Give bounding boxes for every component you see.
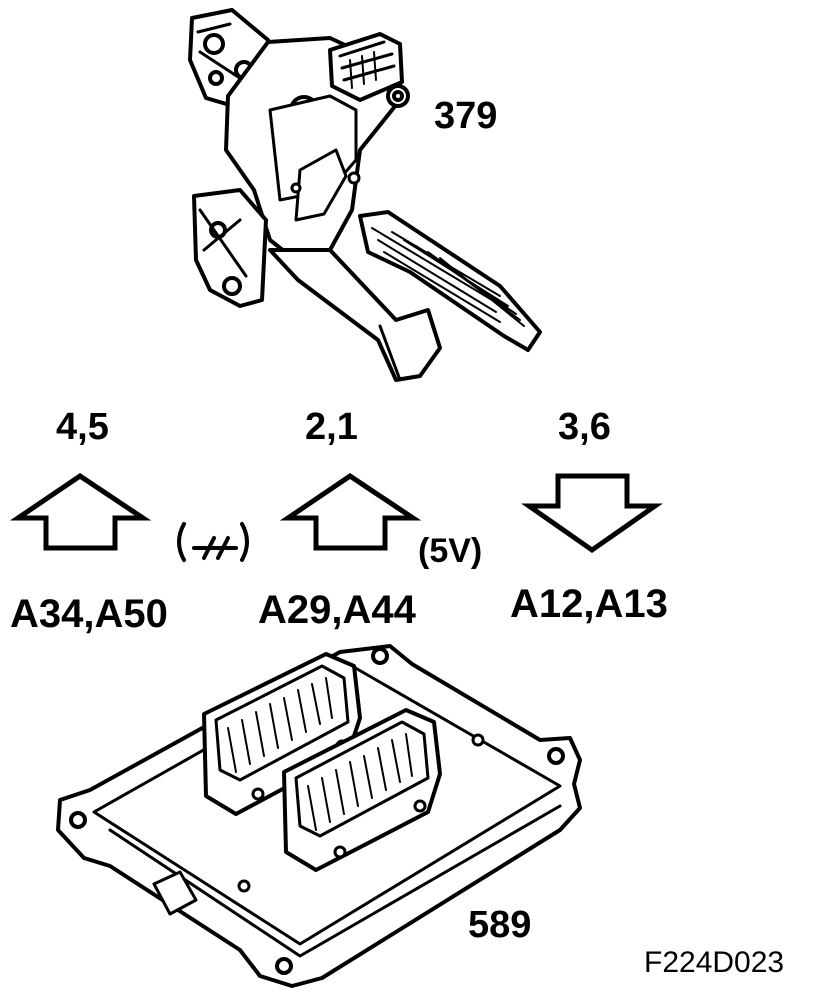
pedal-pins-signal-3: 3,6 xyxy=(558,406,611,448)
arrow-up-icon xyxy=(279,472,422,551)
control-module-component-number: 589 xyxy=(468,904,532,946)
ground-symbol-icon xyxy=(177,522,249,562)
accelerator-pedal-illustration xyxy=(188,8,542,382)
pedal-pins-signal-1: 4,5 xyxy=(56,406,109,448)
arrow-down-icon xyxy=(521,473,663,554)
control-module-illustration xyxy=(56,644,582,988)
pedal-component-number: 379 xyxy=(434,95,498,137)
voltage-note: (5V) xyxy=(418,532,483,570)
figure-code: F224D023 xyxy=(644,946,785,979)
ecu-pins-signal-2: A29,A44 xyxy=(258,588,416,632)
ecu-pins-signal-3: A12,A13 xyxy=(510,582,668,626)
pedal-pins-signal-2: 2,1 xyxy=(305,406,358,448)
ecu-pins-signal-1: A34,A50 xyxy=(10,592,168,636)
arrow-up-icon xyxy=(9,472,152,551)
